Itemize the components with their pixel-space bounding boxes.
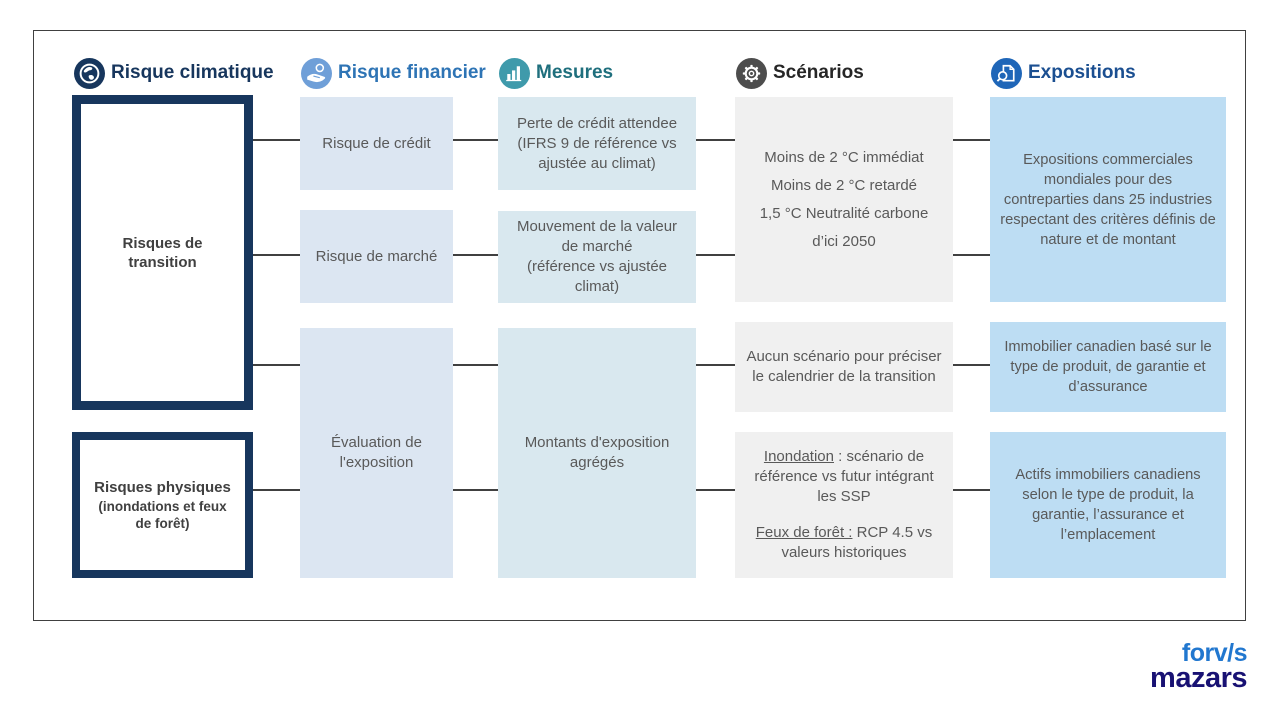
- header-label: Mesures: [536, 62, 614, 83]
- connector: [953, 364, 990, 366]
- exposure-evaluation-box: Évaluation de l'exposition: [300, 328, 453, 578]
- gear-icon: [736, 57, 767, 89]
- real-estate-exposures-box: Immobilier canadien basé sur le type de …: [990, 322, 1226, 412]
- header-label: Risque climatique: [111, 62, 274, 83]
- connector: [453, 139, 498, 141]
- connector: [453, 489, 498, 491]
- connector: [953, 254, 990, 256]
- bar-chart-icon: [499, 57, 530, 89]
- flood-text: : scénario de référence vs futur intégra…: [754, 448, 934, 505]
- header-risque-financier: Risque financier: [301, 57, 486, 89]
- no-scenario-box: Aucun scénario pour préciser le calendri…: [735, 322, 953, 412]
- document-search-icon: [991, 57, 1022, 89]
- connector: [696, 139, 735, 141]
- physical-risks-box: Risques physiques (inondations et feux d…: [72, 432, 253, 578]
- flood-label: Inondation: [763, 448, 834, 465]
- connector: [453, 254, 498, 256]
- scenario-line: 1,5 °C Neutralité carbone: [759, 204, 929, 222]
- market-risk-box: Risque de marché: [300, 210, 453, 303]
- commercial-exposures-box: Expositions commerciales mondiales pour …: [990, 97, 1226, 302]
- header-expositions: Expositions: [991, 57, 1136, 89]
- header-label: Scénarios: [773, 62, 864, 83]
- scenario-line: Moins de 2 °C retardé: [770, 176, 918, 194]
- wildfire-scenario: Feux de forêt : RCP 4.5 vs valeurs histo…: [745, 523, 943, 563]
- wildfire-text: RCP 4.5 vs valeurs historiques: [781, 524, 933, 561]
- connector: [696, 364, 735, 366]
- real-estate-assets-box: Actifs immobiliers canadiens selon le ty…: [990, 432, 1226, 578]
- credit-risk-box: Risque de crédit: [300, 97, 453, 190]
- connector: [696, 489, 735, 491]
- physical-risks-sublabel: (inondations et feux de forêt): [98, 499, 227, 531]
- connector: [253, 489, 300, 491]
- transition-scenarios-box: Moins de 2 °C immédiat Moins de 2 °C ret…: [735, 97, 953, 302]
- connector: [696, 254, 735, 256]
- connector: [253, 364, 300, 366]
- aggregated-exposure-box: Montants d'exposition agrégés: [498, 328, 696, 578]
- header-scenarios: Scénarios: [736, 57, 864, 89]
- connector: [253, 139, 300, 141]
- header-label: Risque financier: [338, 62, 486, 83]
- market-value-movement-box: Mouvement de la valeur de marché (référe…: [498, 211, 696, 303]
- scenario-line: Moins de 2 °C immédiat: [764, 148, 924, 166]
- connector: [953, 489, 990, 491]
- flood-scenario: Inondation : scénario de référence vs fu…: [745, 447, 943, 507]
- header-risque-climatique: Risque climatique: [74, 57, 274, 89]
- scenario-line: d’ici 2050: [812, 232, 876, 250]
- physical-risks-label: Risques physiques: [94, 479, 231, 496]
- wildfire-label: Feux de forêt :: [755, 524, 853, 541]
- connector: [253, 254, 300, 256]
- expected-credit-loss-box: Perte de crédit attendee (IFRS 9 de réfé…: [498, 97, 696, 190]
- globe-icon: [74, 57, 105, 89]
- forvis-mazars-logo: forv/s mazars: [1150, 641, 1247, 693]
- hand-coin-icon: [301, 57, 332, 89]
- header-label: Expositions: [1028, 62, 1136, 83]
- physical-scenarios-box: Inondation : scénario de référence vs fu…: [735, 432, 953, 578]
- logo-forvis: forv/s: [1181, 639, 1248, 667]
- logo-mazars: mazars: [1150, 662, 1247, 694]
- connector: [453, 364, 498, 366]
- header-mesures: Mesures: [499, 57, 613, 89]
- transition-risks-box: Risques de transition: [72, 95, 253, 410]
- transition-risks-label: Risques de transition: [122, 234, 203, 271]
- connector: [953, 139, 990, 141]
